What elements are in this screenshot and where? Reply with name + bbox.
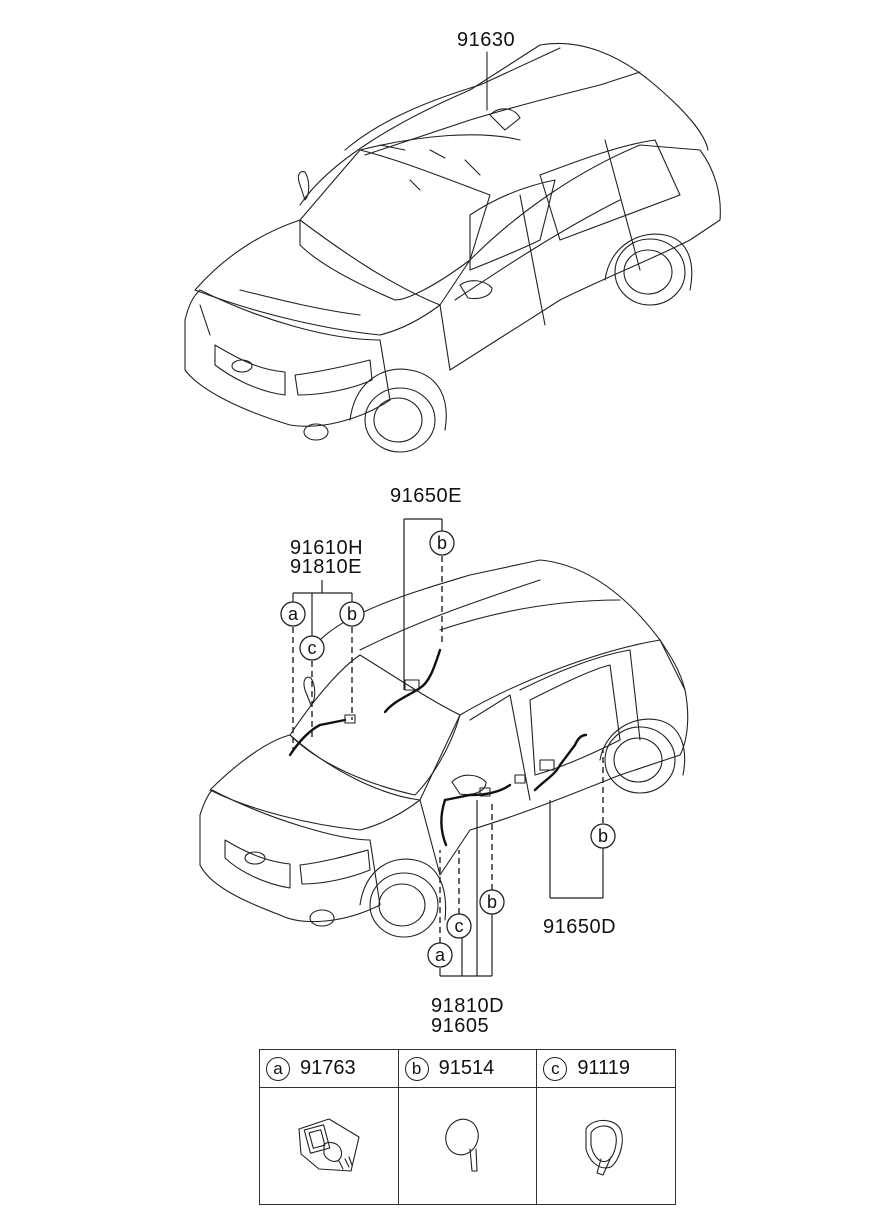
part-image-c [536,1087,676,1205]
bottom-car-drawing [199,518,689,977]
parts-cell-b: b 91514 [397,1049,538,1088]
label-91810d: 91810D [431,995,505,1017]
part-number-a: 91763 [300,1057,356,1079]
svg-text:a: a [435,945,446,965]
callout-b-lower: b [479,889,505,915]
svg-text:a: a [288,604,299,624]
top-car-drawing [184,42,721,453]
label-91630: 91630 [457,29,516,51]
label-91650e: 91650E [390,485,462,507]
svg-text:b: b [347,604,357,624]
svg-text:c: c [308,638,317,658]
svg-text:b: b [437,533,447,553]
svg-text:b: b [487,892,497,912]
callout-c-lower: c [446,913,472,939]
round-grommet-icon [445,1118,480,1172]
callout-b-roof: b [429,530,455,556]
parts-table-header: a 91763 b 91514 c 91119 [259,1049,676,1088]
parts-table: a 91763 b 91514 c 91119 [259,1049,676,1205]
callout-letter-a: a [266,1056,290,1081]
callout-b-front: b [339,601,365,627]
label-91610h: 91610H [290,537,364,559]
callout-c-front: c [299,635,325,661]
part-image-b [397,1087,538,1205]
callout-a-lower: a [427,942,453,968]
connector-clip-icon [298,1117,360,1172]
part-number-c: 91119 [577,1057,630,1079]
oval-grommet-icon [585,1119,623,1176]
svg-text:b: b [598,826,608,846]
part-number-b: 91514 [438,1057,495,1079]
label-91810e: 91810E [290,556,362,578]
callout-b-rear: b [590,823,616,849]
callout-letter-b: b [404,1056,429,1081]
callout-a-front: a [280,601,306,627]
svg-text:c: c [455,916,464,936]
callout-letter-c: c [543,1056,568,1081]
parts-cell-c: c 91119 [536,1049,676,1088]
parts-cell-a: a 91763 [259,1049,399,1088]
part-image-a [259,1087,399,1205]
label-91650d: 91650D [543,916,617,938]
label-91605: 91605 [431,1015,490,1037]
